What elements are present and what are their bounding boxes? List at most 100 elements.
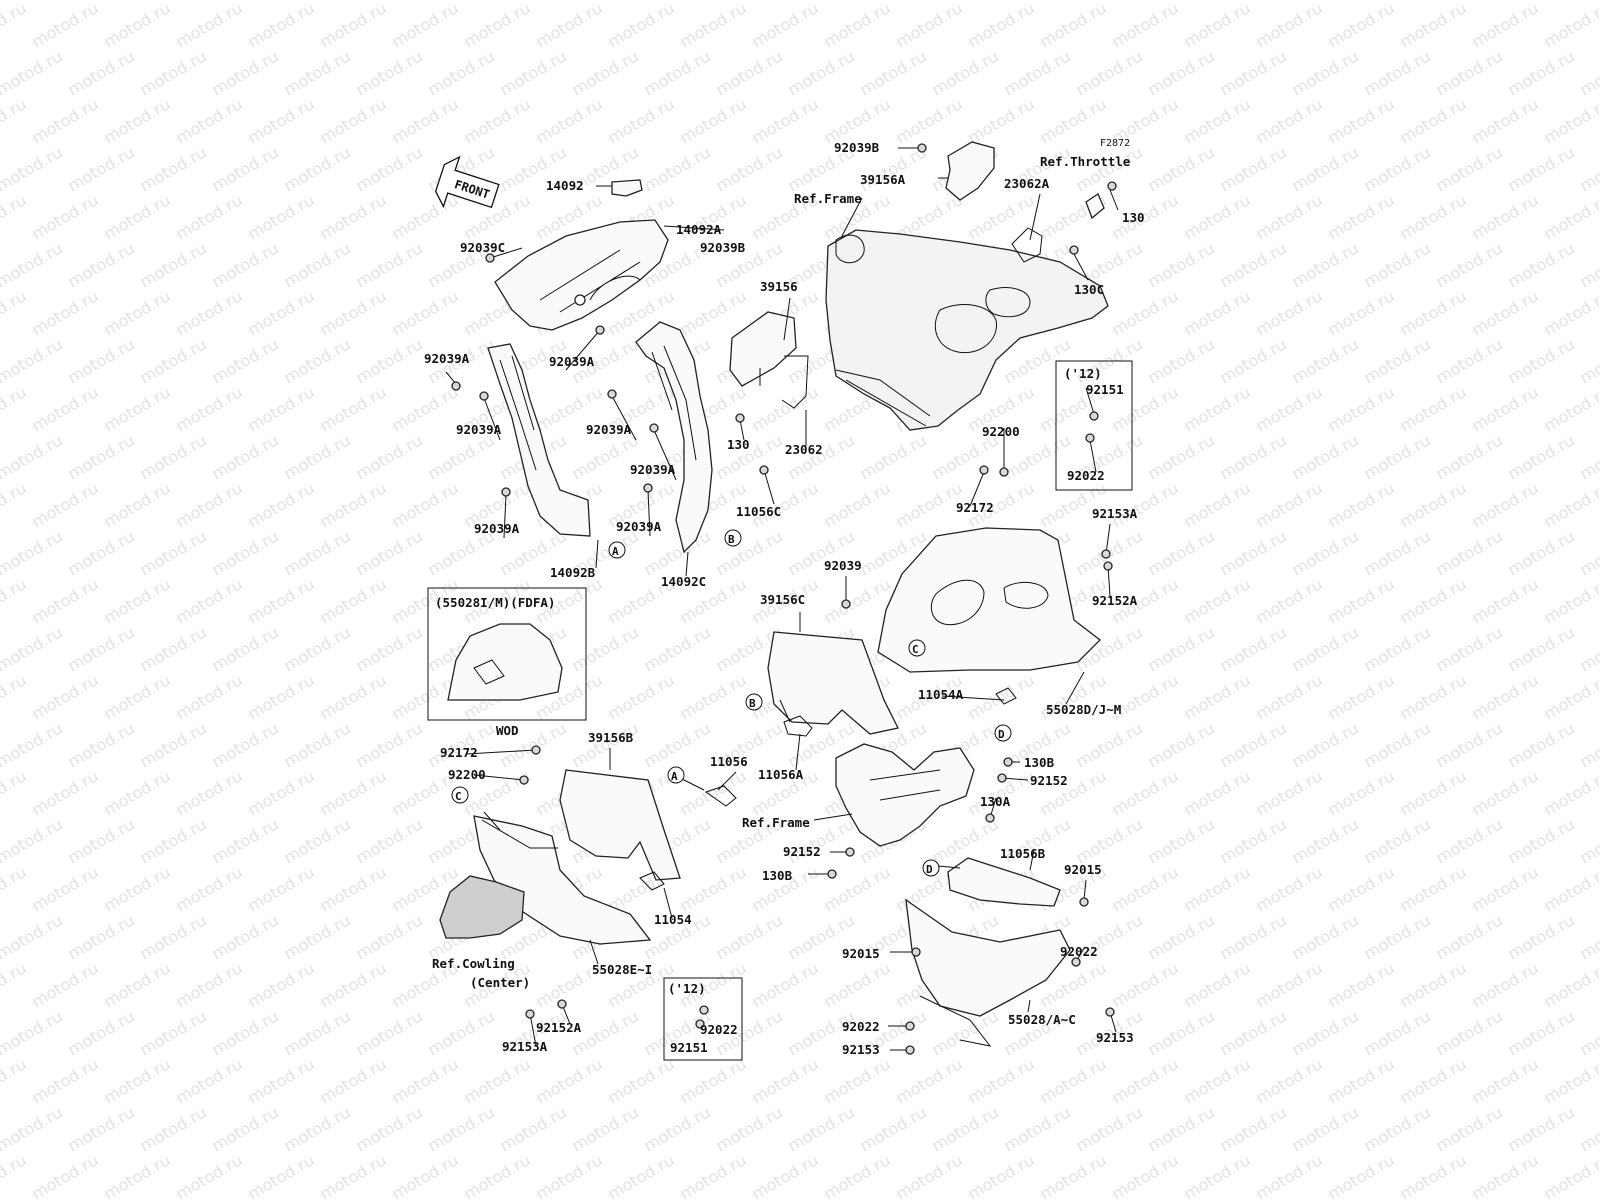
part-23062A-shape bbox=[1011, 227, 1043, 263]
watermark-text: motod.ru bbox=[1145, 334, 1218, 387]
watermark-text: motod.ru bbox=[1361, 1102, 1434, 1155]
watermark-text: motod.ru bbox=[1577, 0, 1600, 3]
watermark-text: motod.ru bbox=[29, 286, 102, 339]
label-92172-lower: 92172 bbox=[440, 745, 478, 760]
watermark-text: motod.ru bbox=[713, 142, 786, 195]
watermark-text: motod.ru bbox=[0, 478, 30, 531]
watermark-text: motod.ru bbox=[281, 430, 354, 483]
watermark-text: motod.ru bbox=[1361, 1006, 1434, 1059]
watermark-text: motod.ru bbox=[245, 862, 318, 915]
watermark-text: motod.ru bbox=[893, 1054, 966, 1107]
watermark-text: motod.ru bbox=[1541, 382, 1600, 435]
watermark-text: motod.ru bbox=[641, 1102, 714, 1155]
watermark-text: motod.ru bbox=[1289, 46, 1362, 99]
watermark-text: motod.ru bbox=[785, 1102, 858, 1155]
bolt-icon bbox=[695, 1019, 705, 1029]
callout-D-lower: D bbox=[922, 859, 940, 877]
watermark-text: motod.ru bbox=[929, 1006, 1002, 1059]
watermark-text: motod.ru bbox=[1217, 334, 1290, 387]
watermark-text: motod.ru bbox=[569, 622, 642, 675]
part-14092B-detail bbox=[499, 355, 537, 471]
watermark-text: motod.ru bbox=[533, 1054, 606, 1107]
watermark-text: motod.ru bbox=[1289, 0, 1362, 3]
leader-line bbox=[779, 699, 791, 723]
watermark-text: motod.ru bbox=[1469, 1150, 1542, 1200]
watermark-text: motod.ru bbox=[1181, 190, 1254, 243]
watermark-text: motod.ru bbox=[0, 0, 66, 3]
part-39156-shape bbox=[729, 311, 797, 387]
watermark-text: motod.ru bbox=[65, 718, 138, 771]
watermark-text: motod.ru bbox=[101, 190, 174, 243]
watermark-text: motod.ru bbox=[29, 766, 102, 819]
watermark-text: motod.ru bbox=[1181, 478, 1254, 531]
watermark-text: motod.ru bbox=[1505, 430, 1578, 483]
watermark-text: motod.ru bbox=[1253, 0, 1326, 51]
watermark-text: motod.ru bbox=[245, 286, 318, 339]
watermark-text: motod.ru bbox=[317, 286, 390, 339]
watermark-text: motod.ru bbox=[173, 94, 246, 147]
label-11056A: 11056A bbox=[758, 767, 804, 782]
leader-line bbox=[1027, 999, 1031, 1013]
watermark-text: motod.ru bbox=[29, 670, 102, 723]
watermark-text: motod.ru bbox=[0, 958, 30, 1011]
watermark-text: motod.ru bbox=[1253, 766, 1326, 819]
label-92039: 92039 bbox=[824, 558, 862, 573]
watermark-text: motod.ru bbox=[137, 1102, 210, 1155]
watermark-text: motod.ru bbox=[173, 1054, 246, 1107]
label-130B-lower: 130B bbox=[762, 868, 793, 883]
watermark-text: motod.ru bbox=[1397, 0, 1470, 51]
label-11054A: 11054A bbox=[918, 687, 964, 702]
watermark-text: motod.ru bbox=[1145, 238, 1218, 291]
label-92200-top: 92200 bbox=[982, 424, 1020, 439]
label-92152A-top: 92152A bbox=[1092, 593, 1138, 608]
watermark-text: motod.ru bbox=[533, 94, 606, 147]
svg-text:A: A bbox=[671, 770, 678, 783]
watermark-text: motod.ru bbox=[497, 46, 570, 99]
part-14092A-shape bbox=[494, 219, 669, 331]
watermark-text: motod.ru bbox=[353, 622, 426, 675]
watermark-text: motod.ru bbox=[353, 910, 426, 963]
watermark-text: motod.ru bbox=[461, 94, 534, 147]
watermark-text: motod.ru bbox=[1433, 238, 1506, 291]
watermark-text: motod.ru bbox=[1541, 670, 1600, 723]
watermark-text: motod.ru bbox=[1109, 190, 1182, 243]
watermark-text: motod.ru bbox=[1217, 0, 1290, 3]
leader-line bbox=[465, 749, 537, 755]
watermark-text: motod.ru bbox=[65, 1006, 138, 1059]
leader-line bbox=[589, 939, 599, 965]
watermark-text: motod.ru bbox=[1325, 0, 1398, 51]
watermark-text: motod.ru bbox=[821, 574, 894, 627]
label-92151-box: 92151 bbox=[670, 1040, 708, 1055]
leader-line bbox=[503, 493, 507, 539]
watermark-text: motod.ru bbox=[1073, 718, 1146, 771]
frame-opening-2 bbox=[985, 287, 1031, 318]
label-92015-right: 92015 bbox=[1064, 862, 1102, 877]
watermark-text: motod.ru bbox=[569, 0, 642, 3]
watermark-text: motod.ru bbox=[173, 1150, 246, 1200]
watermark-text: motod.ru bbox=[1109, 1054, 1182, 1107]
watermark-text: motod.ru bbox=[1433, 142, 1506, 195]
watermark-text: motod.ru bbox=[1037, 478, 1110, 531]
label-14092B: 14092B bbox=[550, 565, 596, 580]
watermark-text: motod.ru bbox=[1397, 862, 1470, 915]
bolt-icon bbox=[1069, 245, 1079, 255]
watermark-text: motod.ru bbox=[0, 1054, 30, 1107]
watermark-text: motod.ru bbox=[785, 46, 858, 99]
watermark-text: motod.ru bbox=[929, 46, 1002, 99]
watermark-text: motod.ru bbox=[353, 46, 426, 99]
watermark-text: motod.ru bbox=[281, 910, 354, 963]
watermark-text: motod.ru bbox=[1001, 1102, 1074, 1155]
watermark-text: motod.ru bbox=[1541, 958, 1600, 1011]
watermark-text: motod.ru bbox=[1001, 0, 1074, 3]
watermark-text: motod.ru bbox=[0, 190, 30, 243]
watermark-text: motod.ru bbox=[1181, 286, 1254, 339]
bolt-icon bbox=[451, 381, 461, 391]
watermark-text: motod.ru bbox=[641, 526, 714, 579]
watermark-text: motod.ru bbox=[1073, 46, 1146, 99]
watermark-text: motod.ru bbox=[1253, 190, 1326, 243]
watermark-text: motod.ru bbox=[1577, 238, 1600, 291]
watermark-text: motod.ru bbox=[1253, 94, 1326, 147]
watermark-text: motod.ru bbox=[209, 814, 282, 867]
watermark-text: motod.ru bbox=[1397, 478, 1470, 531]
watermark-text: motod.ru bbox=[1037, 0, 1110, 51]
